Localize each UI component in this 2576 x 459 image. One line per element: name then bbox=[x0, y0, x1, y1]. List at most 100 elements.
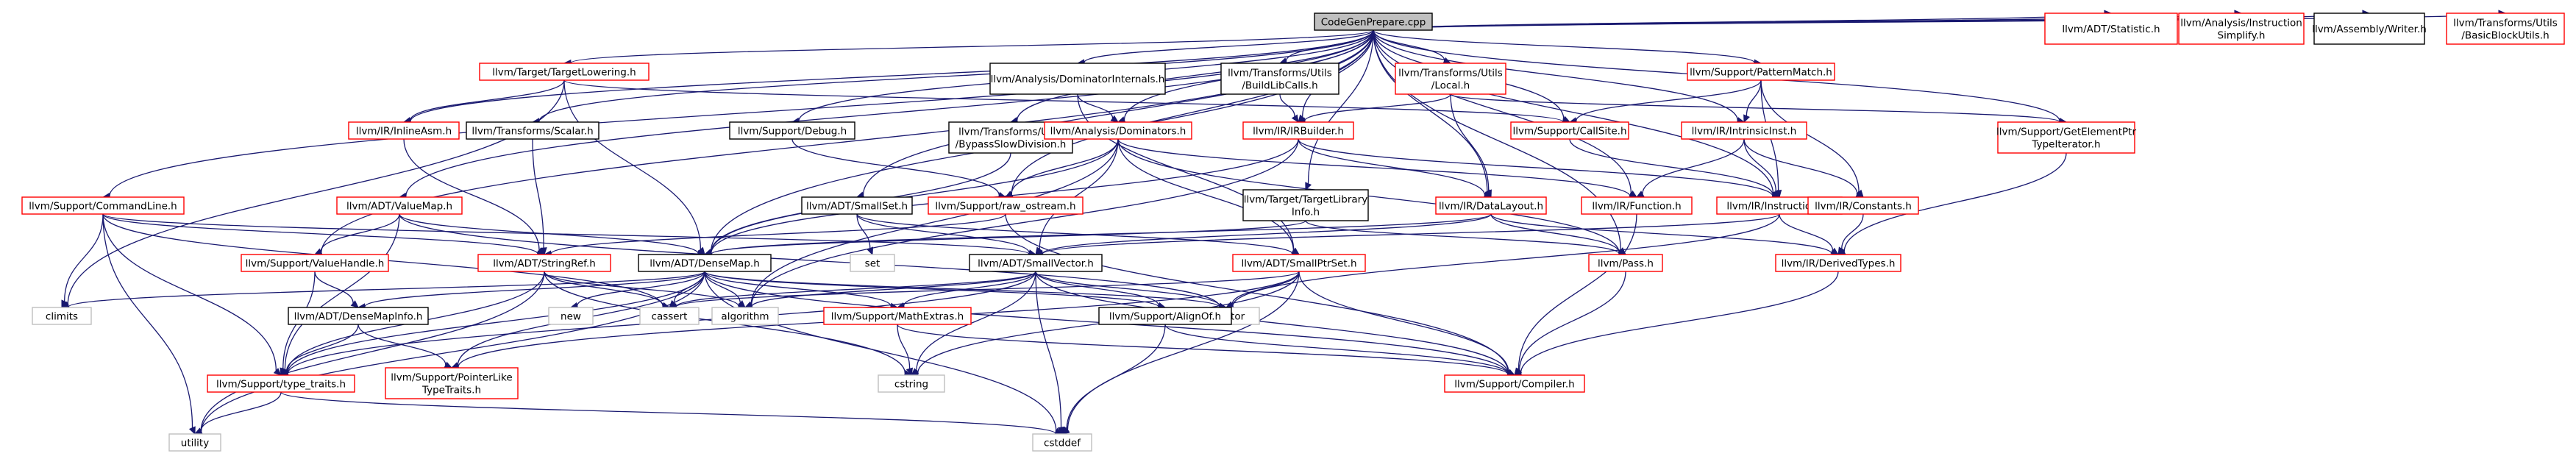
edge-densemapinfo-to-typetraits bbox=[280, 324, 359, 376]
node-alignof[interactable]: llvm/Support/AlignOf.h bbox=[1098, 307, 1232, 325]
node-box bbox=[1395, 63, 1506, 95]
node-box bbox=[823, 307, 972, 325]
node-pass[interactable]: llvm/Pass.h bbox=[1588, 254, 1663, 272]
node-sdebug[interactable]: llvm/Support/Debug.h bbox=[729, 121, 855, 140]
node-bsd[interactable]: llvm/Transforms/Utils/BypassSlowDivision… bbox=[948, 121, 1073, 154]
node-tscalar[interactable]: llvm/Transforms/Scalar.h bbox=[466, 121, 599, 140]
node-intrinsic[interactable]: llvm/IR/IntrinsicInst.h bbox=[1681, 121, 1807, 140]
edge-datalayout-to-derivedtypes bbox=[1490, 213, 1840, 257]
node-box bbox=[928, 196, 1084, 215]
node-smallset[interactable]: llvm/ADT/SmallSet.h bbox=[801, 196, 913, 215]
node-label: /BasicBlockUtils.h bbox=[2461, 30, 2549, 42]
node-label: /Local.h bbox=[1431, 80, 1470, 92]
node-label: Info.h bbox=[1292, 207, 1320, 218]
node-irb[interactable]: llvm/IR/IRBuilder.h bbox=[1242, 121, 1354, 140]
node-smallvector[interactable]: llvm/ADT/SmallVector.h bbox=[969, 254, 1103, 272]
node-label: llvm/ADT/Statistic.h bbox=[2062, 24, 2160, 35]
node-label: llvm/Pass.h bbox=[1598, 258, 1654, 270]
node-label: llvm/Support/MathExtras.h bbox=[831, 311, 964, 323]
edge-irb-to-instructions bbox=[1298, 138, 1781, 200]
node-constants[interactable]: llvm/IR/Constants.h bbox=[1807, 196, 1919, 215]
edge-valuehandle-to-densemapinfo bbox=[314, 271, 359, 308]
node-adt_stat[interactable]: llvm/ADT/Statistic.h bbox=[2044, 13, 2178, 45]
node-box bbox=[1314, 13, 1433, 31]
node-pm[interactable]: llvm/Support/PatternMatch.h bbox=[1687, 63, 1835, 81]
node-bbu[interactable]: llvm/Transforms/Utils/BasicBlockUtils.h bbox=[2446, 13, 2565, 45]
node-label: TypeIterator.h bbox=[2031, 139, 2100, 151]
edge-constants-to-derivedtypes bbox=[1837, 213, 1864, 256]
node-label: llvm/IR/Function.h bbox=[1592, 201, 1681, 213]
node-adi[interactable]: llvm/Analysis/DominatorInternals.h bbox=[989, 63, 1166, 95]
edge-stringref-to-algorithm bbox=[544, 271, 747, 310]
node-valuehandle[interactable]: llvm/Support/ValueHandle.h bbox=[241, 254, 389, 272]
edge-instructions-to-derivedtypes bbox=[1779, 213, 1840, 255]
node-stringref[interactable]: llvm/ADT/StringRef.h bbox=[477, 254, 611, 272]
node-inlineasm[interactable]: llvm/IR/InlineAsm.h bbox=[348, 121, 460, 140]
node-smallptrset[interactable]: llvm/ADT/SmallPtrSet.h bbox=[1232, 254, 1366, 272]
node-adom[interactable]: llvm/Analysis/Dominators.h bbox=[1044, 121, 1192, 140]
node-box bbox=[385, 367, 519, 399]
node-valuemap[interactable]: llvm/ADT/ValueMap.h bbox=[336, 196, 463, 215]
node-densemapinfo[interactable]: llvm/ADT/DenseMapInfo.h bbox=[288, 307, 429, 325]
node-rawos[interactable]: llvm/Support/raw_ostream.h bbox=[928, 196, 1084, 215]
node-label: llvm/Support/GetElementPtr bbox=[1996, 127, 2136, 138]
node-box bbox=[2178, 13, 2305, 45]
node-box bbox=[1588, 254, 1663, 272]
edge-smallptrset-to-cassert bbox=[668, 271, 1300, 311]
node-box bbox=[1510, 121, 1629, 140]
node-tubl[interactable]: llvm/Transforms/Utils/BuildLibCalls.h bbox=[1220, 63, 1339, 95]
node-cmdline[interactable]: llvm/Support/CommandLine.h bbox=[21, 196, 185, 215]
node-label: llvm/Support/raw_ostream.h bbox=[935, 201, 1075, 213]
node-typetraits[interactable]: llvm/Support/type_traits.h bbox=[207, 374, 355, 393]
node-box bbox=[241, 254, 389, 272]
node-callsite[interactable]: llvm/Support/CallSite.h bbox=[1510, 121, 1629, 140]
node-box bbox=[969, 254, 1103, 272]
edge-function-to-compiler bbox=[1514, 213, 1637, 376]
node-tl[interactable]: llvm/Target/TargetLowering.h bbox=[479, 63, 650, 81]
node-label: cassert bbox=[652, 311, 688, 323]
node-tul[interactable]: llvm/Transforms/Utils/Local.h bbox=[1395, 63, 1506, 95]
node-new: new bbox=[548, 307, 594, 325]
node-box bbox=[466, 121, 599, 140]
node-label: /BuildLibCalls.h bbox=[1242, 80, 1317, 92]
node-box bbox=[878, 374, 945, 393]
node-cg[interactable]: CodeGenPrepare.cpp bbox=[1314, 13, 1433, 31]
node-function[interactable]: llvm/IR/Function.h bbox=[1581, 196, 1693, 215]
node-datalayout[interactable]: llvm/IR/DataLayout.h bbox=[1435, 196, 1547, 215]
node-label: llvm/ADT/StringRef.h bbox=[493, 258, 596, 270]
edge-cmdline-to-utility bbox=[102, 213, 196, 435]
node-cassert: cassert bbox=[639, 307, 700, 325]
node-label: llvm/IR/InlineAsm.h bbox=[356, 126, 452, 138]
edge-alignof-to-compiler bbox=[1164, 324, 1516, 378]
edge-cg-to-rawos bbox=[1004, 29, 1374, 198]
node-densemap[interactable]: llvm/ADT/DenseMap.h bbox=[638, 254, 772, 272]
edge-intrinsic-to-constants bbox=[1743, 138, 1865, 198]
edge-intrinsic-to-function bbox=[1635, 138, 1745, 198]
node-label: llvm/Support/PointerLike bbox=[391, 372, 512, 384]
edge-tl-to-climits bbox=[60, 79, 565, 308]
edge-cg-to-valuehandle bbox=[313, 29, 1374, 257]
edge-pm-to-intrinsic bbox=[1743, 79, 1762, 124]
node-label: cstddef bbox=[1044, 438, 1081, 449]
edge-derivedtypes-to-compiler bbox=[1513, 271, 1839, 377]
node-box bbox=[638, 254, 772, 272]
node-label: llvm/ADT/DenseMap.h bbox=[650, 258, 760, 270]
node-set: set bbox=[850, 254, 895, 272]
edge-layer bbox=[60, 10, 2507, 438]
node-box bbox=[729, 121, 855, 140]
node-mathextras[interactable]: llvm/Support/MathExtras.h bbox=[823, 307, 972, 325]
node-compiler[interactable]: llvm/Support/Compiler.h bbox=[1444, 374, 1585, 393]
node-label: llvm/Support/CommandLine.h bbox=[29, 201, 177, 213]
node-box bbox=[1581, 196, 1693, 215]
node-label: llvm/IR/Instructions.h bbox=[1726, 201, 1832, 213]
edge-tli-to-pass bbox=[1305, 220, 1627, 257]
edge-cg-to-datalayout bbox=[1373, 29, 1492, 199]
node-asmw[interactable]: llvm/Assembly/Writer.h bbox=[2312, 13, 2427, 45]
edge-pm-to-callsite bbox=[1568, 79, 1762, 124]
node-derivedtypes[interactable]: llvm/IR/DerivedTypes.h bbox=[1775, 254, 1901, 272]
